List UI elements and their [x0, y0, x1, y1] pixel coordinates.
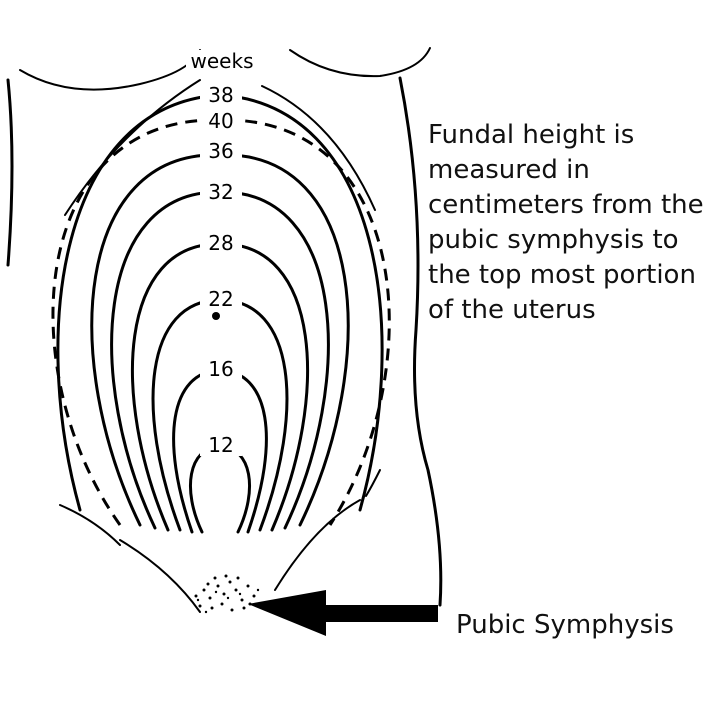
contour-label-32: 32 [208, 180, 233, 204]
fundal-height-caption: Fundal height is measured in centimeters… [428, 120, 704, 325]
contour-label-16: 16 [208, 357, 233, 381]
contour-label-12: 12 [208, 433, 233, 457]
right-hip-mark [365, 469, 381, 497]
right-side-line [398, 76, 443, 607]
pubic-hair-stipple [194, 574, 260, 614]
left-hip-line [59, 504, 121, 546]
left-groin-line [119, 539, 201, 613]
contour-label-40: 40 [208, 109, 233, 133]
torso-outline [6, 47, 443, 613]
left-rib-line [64, 79, 201, 216]
right-rib-line [261, 85, 376, 211]
pubic-symphysis-arrow-icon [248, 590, 438, 636]
contour-22 [151, 298, 289, 532]
right-breast-line [289, 47, 431, 78]
left-side-line [6, 78, 14, 267]
right-groin-line [274, 499, 361, 591]
contour-label-38: 38 [208, 83, 233, 107]
contour-label-36: 36 [208, 139, 233, 163]
left-breast-line [19, 49, 201, 91]
contour-36 [90, 153, 350, 527]
contour-40 [51, 118, 391, 526]
contour-12 [189, 444, 251, 534]
label-backgrounds [186, 50, 258, 456]
pubic-symphysis-label: Pubic Symphysis [456, 610, 674, 640]
weeks-unit-label: weeks [191, 49, 254, 73]
navel-dot [212, 312, 220, 320]
contour-label-28: 28 [208, 231, 233, 255]
contour-label-22: 22 [208, 287, 233, 311]
